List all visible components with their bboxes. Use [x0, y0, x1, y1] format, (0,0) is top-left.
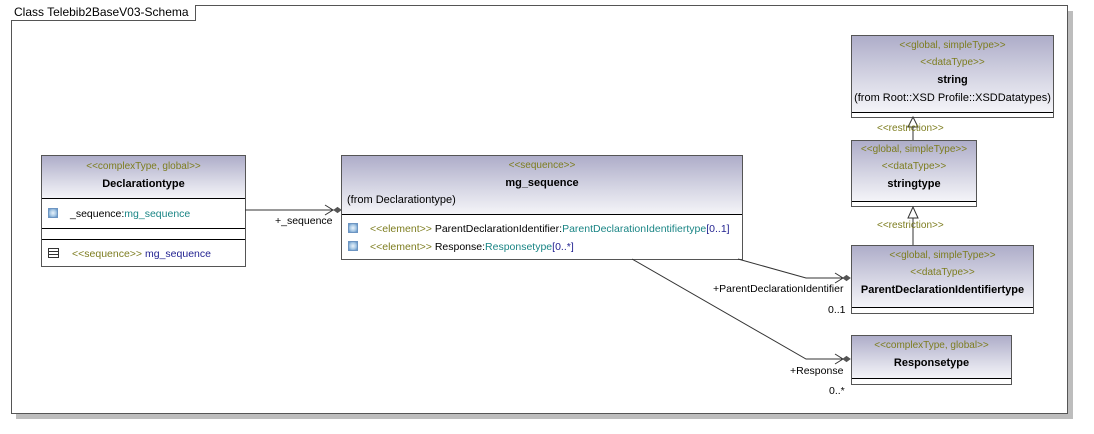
- class-responsetype[interactable]: <<complexType, global>> Responsetype: [851, 335, 1012, 385]
- class-name: Responsetype: [893, 357, 970, 369]
- parent-declaration-association[interactable]: [737, 258, 851, 284]
- composition-diamond-icon: [842, 355, 851, 363]
- class-header: <<sequence>> mg_sequence (from Declarati…: [342, 156, 742, 215]
- attribute-icon: [348, 241, 358, 251]
- class-origin: (from Declarationtype): [347, 194, 456, 206]
- class-name: ParentDeclarationIdentifiertype: [860, 284, 1025, 296]
- parent-multiplicity-label: 0..1: [828, 304, 846, 316]
- attribute-row[interactable]: _sequence:mg_sequence: [48, 207, 190, 221]
- class-stereotype: <<global, simpleType>>: [889, 250, 996, 261]
- operations-section: <<sequence>> mg_sequence: [42, 240, 245, 266]
- response-role-label: +Response: [790, 365, 844, 377]
- restriction-2-connector[interactable]: [907, 205, 919, 245]
- class-stereotype: <<complexType, global>>: [874, 340, 989, 351]
- class-name: string: [937, 74, 968, 86]
- operation-row[interactable]: <<sequence>> mg_sequence: [48, 247, 211, 261]
- restriction-label: <<restriction>>: [877, 220, 944, 231]
- class-header: <<global, simpleType>> <<dataType>> stri…: [852, 141, 976, 202]
- composition-diamond-icon: [333, 206, 342, 214]
- attribute-multiplicity: [0..1]: [706, 223, 730, 235]
- class-name: mg_sequence: [505, 177, 579, 189]
- attributes-section: _sequence:mg_sequence: [42, 199, 245, 229]
- sequence-icon: [48, 248, 59, 258]
- attribute-icon: [48, 208, 58, 218]
- sequence-role-label: +_sequence: [275, 215, 333, 227]
- class-header: <<complexType, global>> Responsetype: [852, 336, 1011, 379]
- attribute-name: _sequence:: [70, 208, 125, 220]
- attribute-stereotype: <<element>>: [370, 223, 432, 235]
- class-mg-sequence[interactable]: <<sequence>> mg_sequence (from Declarati…: [341, 155, 743, 260]
- attribute-name: ParentDeclarationIdentifier:: [434, 223, 563, 235]
- response-association[interactable]: [631, 258, 851, 365]
- class-origin: (from Root::XSD Profile::XSDDatatypes): [854, 92, 1051, 104]
- attribute-type[interactable]: mg_sequence: [124, 208, 191, 220]
- operation-name[interactable]: mg_sequence: [145, 248, 211, 260]
- attribute-row[interactable]: <<element>> Response:Responsetype[0..*]: [348, 240, 574, 254]
- restriction-label: <<restriction>>: [877, 123, 944, 134]
- composition-diamond-icon: [842, 274, 851, 282]
- attributes-section: <<element>> ParentDeclarationIdentifier:…: [342, 215, 742, 259]
- class-stereotype: <<dataType>>: [920, 57, 985, 68]
- attribute-multiplicity: [0..*]: [552, 241, 574, 253]
- generalization-arrow-icon: [907, 205, 919, 219]
- operation-stereotype: <<sequence>>: [72, 248, 143, 260]
- diagram-frame-title: Class Telebib2BaseV03-Schema: [11, 5, 196, 21]
- empty-section: [42, 229, 245, 240]
- response-multiplicity-label: 0..*: [829, 385, 845, 397]
- sequence-association[interactable]: [245, 204, 342, 216]
- class-header: <<global, simpleType>> <<dataType>> stri…: [852, 36, 1053, 113]
- class-name: Declarationtype: [102, 178, 185, 190]
- class-name: stringtype: [887, 178, 941, 190]
- class-stereotype: <<sequence>>: [508, 160, 576, 171]
- generalization-arrow-icon: [907, 115, 919, 128]
- class-header: <<complexType, global>> Declarationtype: [42, 156, 245, 199]
- attribute-icon: [348, 223, 358, 233]
- class-stringtype[interactable]: <<global, simpleType>> <<dataType>> stri…: [851, 140, 977, 207]
- class-stereotype: <<global, simpleType>>: [860, 144, 968, 155]
- attribute-type[interactable]: Responsetype: [485, 241, 553, 253]
- class-header: <<global, simpleType>> <<dataType>> Pare…: [852, 246, 1033, 308]
- class-parentdeclarationidentifiertype[interactable]: <<global, simpleType>> <<dataType>> Pare…: [851, 245, 1034, 314]
- class-stereotype: <<dataType>>: [881, 161, 947, 172]
- class-stereotype: <<complexType, global>>: [86, 161, 201, 172]
- attribute-row[interactable]: <<element>> ParentDeclarationIdentifier:…: [348, 222, 730, 236]
- attribute-type[interactable]: ParentDeclarationIdentifiertype: [562, 223, 707, 235]
- class-stereotype: <<dataType>>: [910, 267, 975, 278]
- attribute-stereotype: <<element>>: [370, 241, 432, 253]
- attribute-name: Response:: [434, 241, 486, 253]
- restriction-1-connector[interactable]: [907, 115, 919, 140]
- class-string[interactable]: <<global, simpleType>> <<dataType>> stri…: [851, 35, 1054, 118]
- parent-role-label: +ParentDeclarationIdentifier: [713, 283, 844, 295]
- class-declarationtype[interactable]: <<complexType, global>> Declarationtype …: [41, 155, 246, 267]
- class-stereotype: <<global, simpleType>>: [899, 40, 1006, 51]
